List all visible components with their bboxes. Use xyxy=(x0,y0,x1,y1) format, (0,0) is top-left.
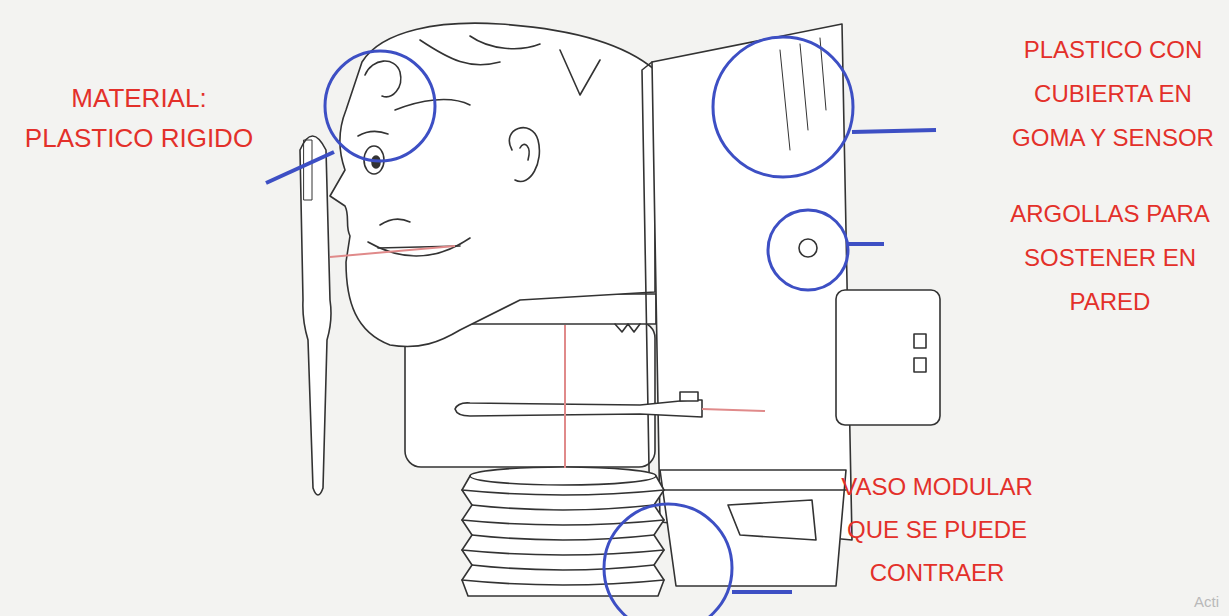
cover-label: PLASTICO CON CUBIERTA EN GOMA Y SENSOR xyxy=(1008,28,1218,160)
ring-label: ARGOLLAS PARA SOSTENER EN PARED xyxy=(1000,192,1220,324)
base-block xyxy=(405,322,655,467)
watermark: Acti xyxy=(1194,592,1219,612)
assembly-lines xyxy=(330,246,765,468)
side-box xyxy=(836,290,940,425)
wall-ring xyxy=(799,239,817,257)
cup-label: VASO MODULAR QUE SE PUEDE CONTRAER xyxy=(826,465,1048,594)
callout-marks xyxy=(266,37,936,616)
back-panel xyxy=(652,24,852,540)
cup-holder xyxy=(660,470,846,586)
material-label: MATERIAL: PLASTICO RIGIDO xyxy=(8,78,270,158)
modular-cup xyxy=(462,476,664,596)
head xyxy=(330,23,655,346)
toothbrush-horizontal xyxy=(455,400,702,417)
toothbrush-vertical xyxy=(300,136,331,495)
